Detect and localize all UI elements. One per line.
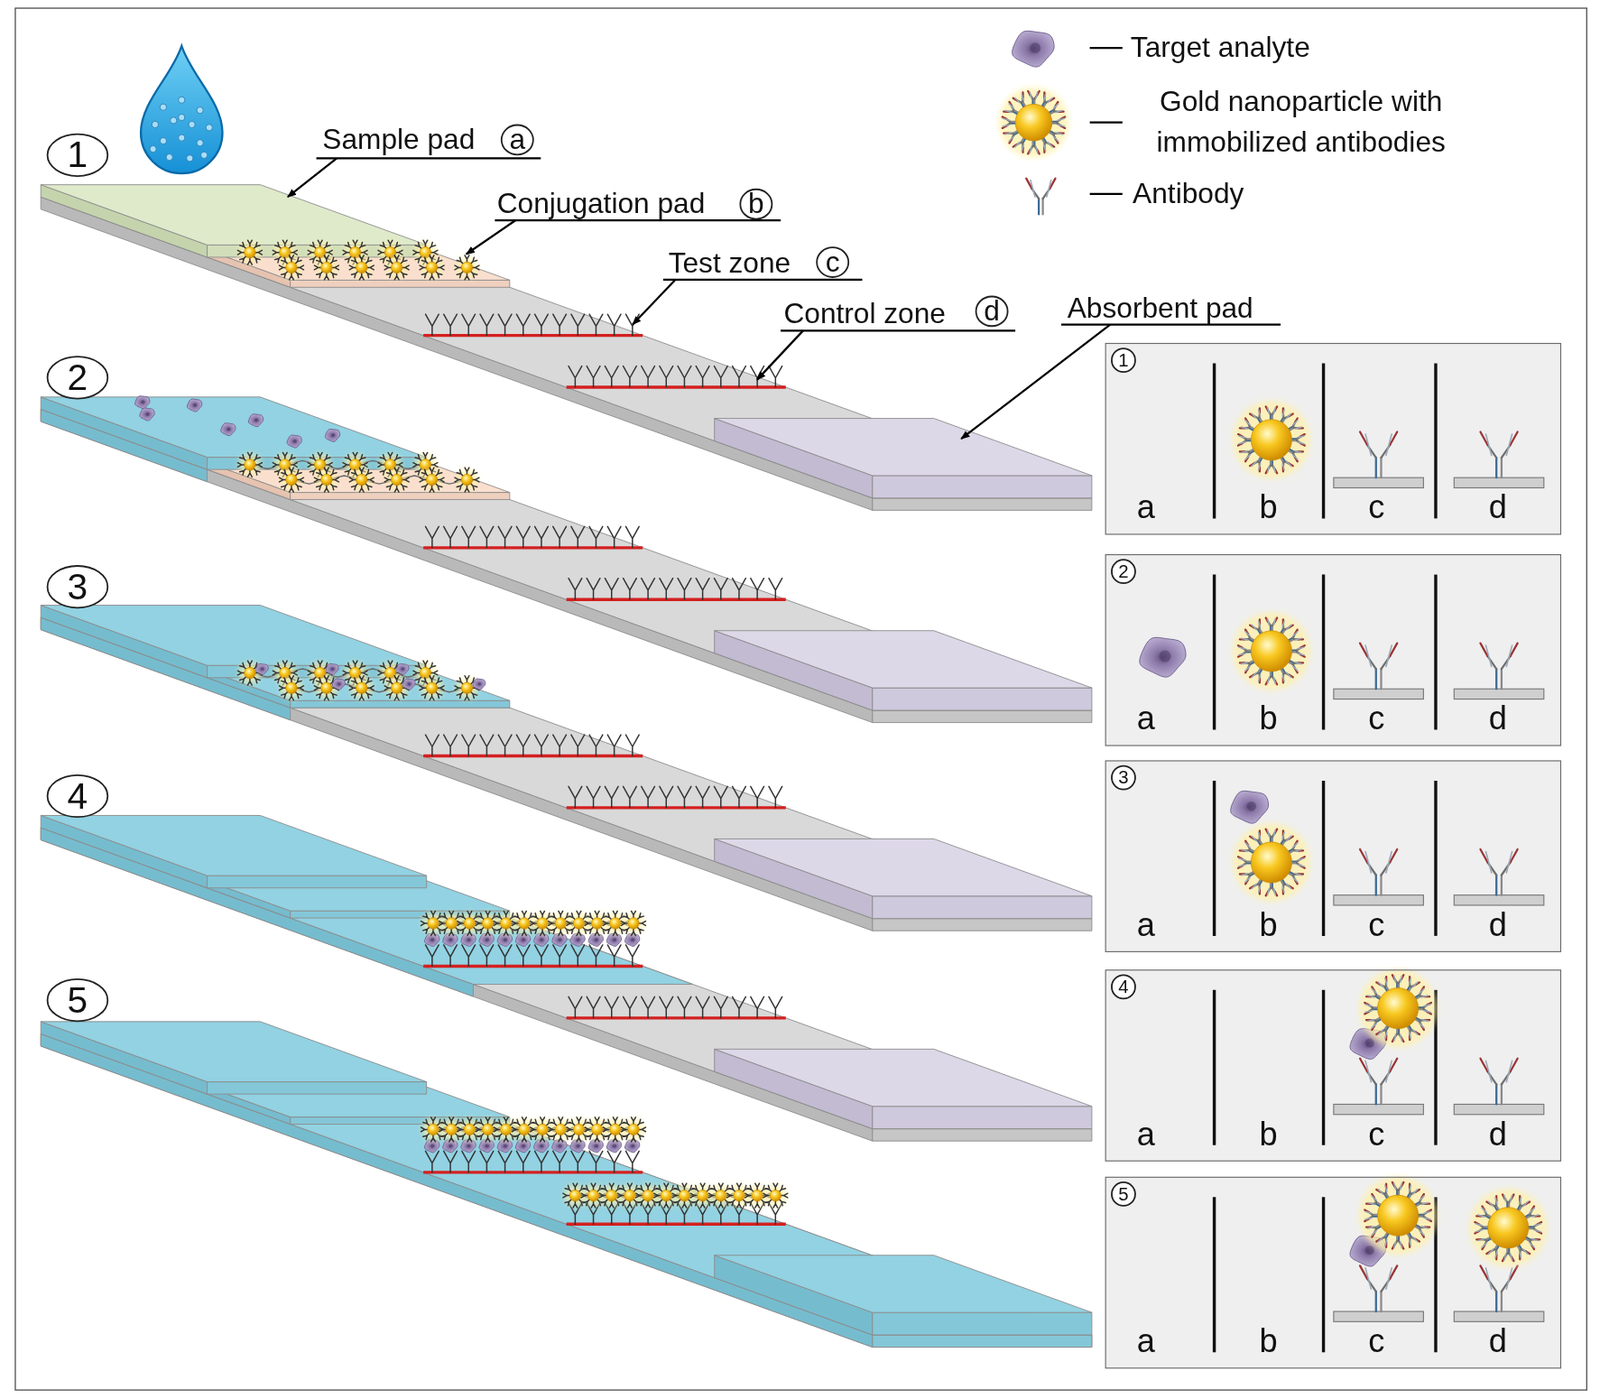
- page-stage: 12345abcdabcd1abcd2abcd3abcd4abcd5Sample…: [0, 0, 1600, 1399]
